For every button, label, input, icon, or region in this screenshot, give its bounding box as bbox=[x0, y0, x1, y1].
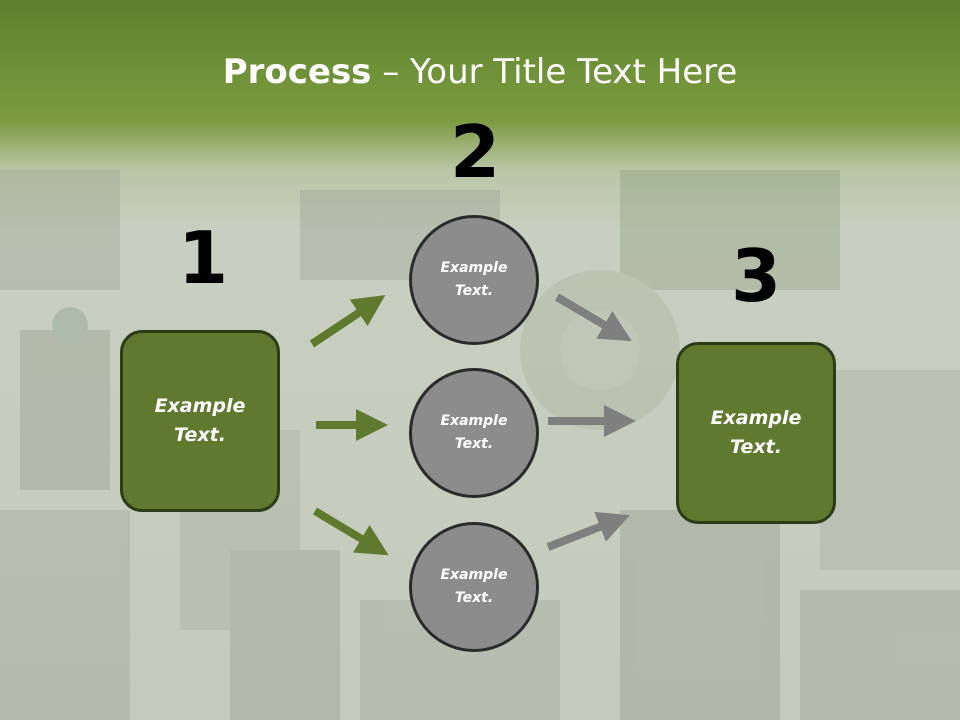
arrow-left-to-top bbox=[309, 295, 386, 348]
circle-bottom-line1: Example bbox=[440, 567, 508, 583]
left-box-line1: Example bbox=[154, 395, 246, 417]
title-rest: – Your Title Text Here bbox=[371, 52, 738, 92]
circle-top-line2: Text. bbox=[454, 283, 494, 299]
arrow-top-to-right bbox=[554, 293, 632, 342]
step-number-3: 3 bbox=[731, 234, 782, 318]
right-box-line2: Text. bbox=[730, 436, 782, 458]
step-number-2: 2 bbox=[450, 110, 501, 194]
circle-middle-line1: Example bbox=[440, 413, 508, 429]
right-box-line1: Example bbox=[710, 407, 802, 429]
circle-top-line1: Example bbox=[440, 260, 508, 276]
circle-middle-line2: Text. bbox=[454, 436, 494, 452]
arrow-bottom-to-right bbox=[546, 511, 630, 551]
circle-bottom-line2: Text. bbox=[454, 590, 494, 606]
city-background bbox=[0, 170, 960, 720]
step-number-1: 1 bbox=[178, 216, 229, 300]
slide-title: Process – Your Title Text Here bbox=[0, 52, 960, 92]
title-bold: Process bbox=[222, 52, 372, 92]
arrow-left-to-bottom bbox=[312, 507, 389, 556]
left-box-line2: Text. bbox=[174, 424, 226, 446]
